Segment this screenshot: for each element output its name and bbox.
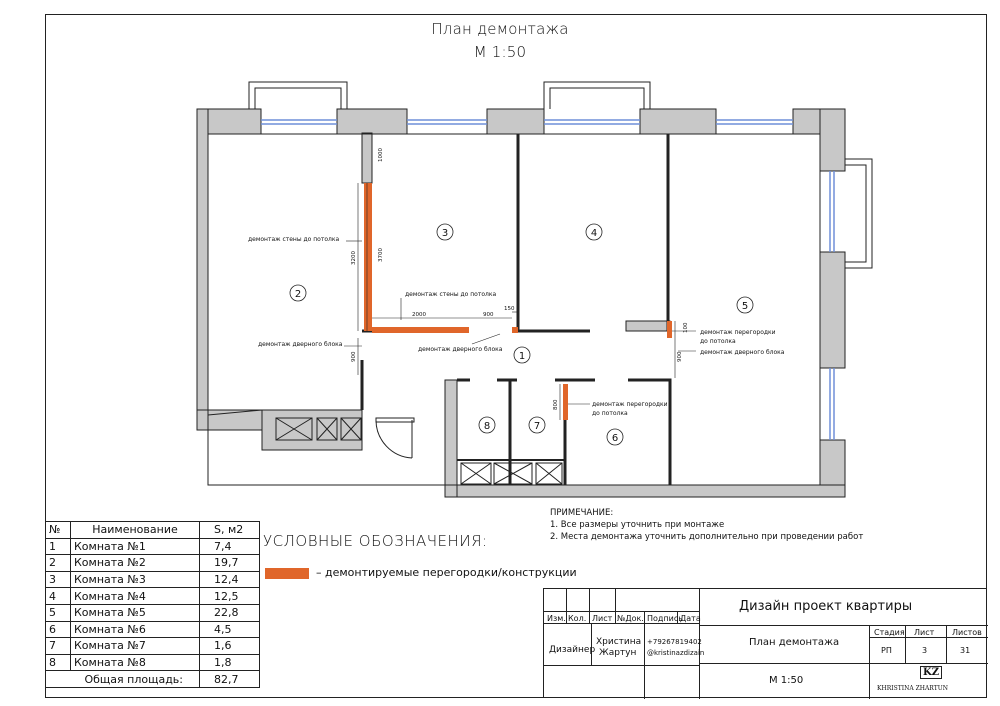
tb-project: Дизайн проект квартиры bbox=[739, 599, 913, 614]
room-marker-8 bbox=[478, 416, 496, 434]
annotation: демонтаж стены до потолка bbox=[248, 236, 339, 243]
tb-sheet-label: Лист bbox=[914, 628, 935, 637]
balconies bbox=[248, 81, 873, 269]
dimension: 150 bbox=[504, 306, 515, 312]
dimension: 1000 bbox=[378, 148, 384, 162]
legend-label: – демонтируемые перегородки/конструкции bbox=[316, 566, 577, 579]
tb-stage-label: Стадия bbox=[874, 628, 905, 637]
tb-col-header: Кол. bbox=[568, 614, 587, 623]
tb-col-header: Дата bbox=[680, 614, 701, 623]
annotation: демонтаж перегородки bbox=[700, 329, 776, 336]
dimension: 2000 bbox=[412, 312, 426, 318]
room-number: 6 bbox=[612, 433, 618, 444]
dimension: 3700 bbox=[378, 248, 384, 262]
room-marker-5 bbox=[736, 296, 754, 314]
annotation: демонтаж дверного блока bbox=[700, 349, 785, 356]
demolition-walls bbox=[364, 183, 672, 420]
dimension: 3200 bbox=[351, 251, 357, 265]
logo-mark: KZ bbox=[920, 666, 942, 679]
drawing-frame bbox=[45, 14, 987, 698]
title-block: Изм. Кол. Лист №Док. Подпись Дата Дизайн… bbox=[543, 588, 988, 699]
annotation: до потолка bbox=[592, 410, 628, 417]
room-number: 3 bbox=[442, 228, 448, 239]
wall-block bbox=[625, 320, 671, 332]
room-marker-4 bbox=[585, 223, 603, 241]
dimension: 100 bbox=[683, 322, 689, 333]
wall-block bbox=[336, 108, 408, 135]
wall-block bbox=[361, 132, 373, 184]
dimension: 900 bbox=[677, 351, 683, 362]
drawing-scale: М 1:50 bbox=[473, 43, 527, 61]
room-number: 2 bbox=[295, 289, 301, 300]
wall-block bbox=[639, 108, 717, 135]
annotation: до потолка bbox=[700, 338, 736, 345]
tb-role: Дизайнер bbox=[549, 645, 596, 655]
tb-name: Жартун bbox=[599, 648, 637, 658]
tb-col-header: Подпись bbox=[647, 614, 683, 623]
note-line: 2. Места демонтажа уточнить дополнительн… bbox=[550, 532, 864, 542]
room-marker-7 bbox=[528, 416, 546, 434]
wall-block bbox=[444, 379, 458, 498]
tb-scale: М 1:50 bbox=[769, 675, 804, 686]
table-total: Общая площадь: 82,7 bbox=[45, 670, 260, 688]
room-marker-1 bbox=[513, 346, 531, 364]
wall-block bbox=[819, 108, 846, 172]
tb-name: Христина bbox=[596, 637, 642, 647]
tb-sheet-name: План демонтажа bbox=[749, 637, 840, 648]
entry-door bbox=[375, 417, 415, 459]
annotation: демонтаж стены до потолка bbox=[405, 291, 496, 298]
windows bbox=[261, 119, 835, 440]
wall-block bbox=[444, 484, 846, 498]
wall-block bbox=[819, 251, 846, 369]
table-header: Наименование bbox=[70, 521, 200, 539]
room-marker-3 bbox=[436, 223, 454, 241]
tb-sheets-label: Листов bbox=[952, 628, 982, 637]
tb-col-header: Лист bbox=[592, 614, 613, 623]
annotation: демонтаж дверного блока bbox=[258, 341, 343, 348]
logo-text: KHRISTINA ZHARTUN bbox=[877, 685, 949, 692]
table-header: S, м2 bbox=[199, 521, 260, 539]
tb-sheet: 3 bbox=[922, 646, 928, 655]
tb-stage: РП bbox=[881, 646, 892, 655]
legend-swatch bbox=[265, 568, 309, 579]
total-label: Общая площадь: bbox=[45, 670, 200, 688]
wall-block bbox=[486, 108, 545, 135]
tb-sheets: 31 bbox=[960, 646, 971, 655]
dimension: 800 bbox=[553, 399, 559, 410]
tb-col-header: Изм. bbox=[547, 614, 566, 623]
legend-title: УСЛОВНЫЕ ОБОЗНАЧЕНИЯ: bbox=[263, 532, 488, 550]
room-marker-2 bbox=[289, 284, 307, 302]
note-line: 1. Все размеры уточнить при монтаже bbox=[550, 520, 725, 530]
wall-block bbox=[196, 108, 209, 430]
annotation: демонтаж дверного блока bbox=[418, 346, 503, 353]
table-header: № bbox=[45, 521, 71, 539]
tb-phone: +79267819402 bbox=[647, 638, 702, 646]
notes-heading: ПРИМЕЧАНИЕ: bbox=[550, 508, 614, 518]
room-marker-6 bbox=[606, 428, 624, 446]
tb-insta: @kristinazdizain bbox=[647, 649, 705, 657]
dimension: 900 bbox=[351, 351, 357, 362]
room-number: 7 bbox=[534, 421, 540, 432]
dimension: 900 bbox=[483, 312, 494, 318]
room-number: 4 bbox=[591, 228, 597, 239]
annotation: демонтаж перегородки bbox=[592, 401, 668, 408]
room-number: 5 bbox=[742, 301, 748, 312]
total-value: 82,7 bbox=[199, 670, 260, 688]
room-number: 8 bbox=[484, 421, 490, 432]
room-number: 1 bbox=[519, 351, 525, 362]
tb-col-header: №Док. bbox=[617, 614, 644, 623]
dimension-lines bbox=[344, 134, 696, 420]
drawing-title: План демонтажа bbox=[431, 20, 569, 38]
ventilation-shafts bbox=[275, 417, 563, 485]
